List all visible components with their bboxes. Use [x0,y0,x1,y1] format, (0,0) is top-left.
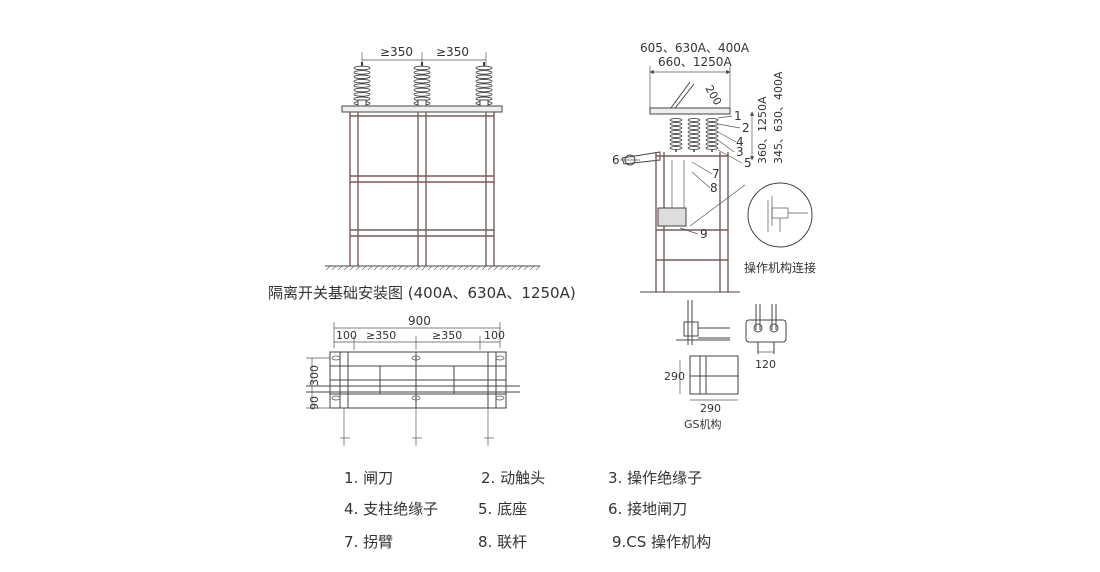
plan-dim-100-right: 100 [484,329,505,342]
side-part-7: 7 [712,167,720,181]
plan-view: 900 100 ≥350 ≥350 100 [306,314,520,446]
side-base [649,107,731,115]
plan-dim-350-right: ≥350 [432,329,462,342]
plan-dim-350-left: ≥350 [366,329,396,342]
plan-dim-300: 300 [308,365,321,386]
side-dim-v-1: 360、1250A [756,96,769,164]
plan-dim-90: 90 [308,396,321,410]
legend-item-8: 8. 联杆 [478,533,528,551]
legend-item-5: 5. 底座 [478,500,528,518]
side-part-8: 8 [710,181,718,195]
side-earth-knife [621,151,661,165]
front-dim-left: ≥350 [380,45,413,59]
detail-caption: 操作机构连接 [744,260,816,275]
side-part-1: 1 [734,109,742,123]
gs-dim-290-v: 290 [664,370,685,383]
gs-view: 290 290 GS机构 120 [664,300,787,431]
front-top-plate [341,105,503,113]
front-view: ≥350 ≥350 隔离开关基础安装图 (400A、630A、1250A) [268,45,576,302]
detail-circle [747,182,813,248]
side-insulator-1 [669,118,683,152]
side-operating-mechanism [657,207,687,227]
front-dim-right: ≥350 [436,45,469,59]
plan-dim-total: 900 [408,314,431,328]
front-ground-hatch [325,265,541,271]
gs-caption: GS机构 [684,417,722,431]
side-part-4: 4 [736,135,744,149]
side-part-5: 5 [744,156,752,170]
side-frame [655,152,729,292]
side-part-2: 2 [742,121,750,135]
side-view: 605、630A、400A 660、1250A 200 360、1250A 34… [612,41,816,293]
side-blade [667,81,691,113]
side-insulators [669,118,719,152]
legend-item-1: 1. 闸刀 [344,469,394,487]
gs-dim-120: 120 [755,358,776,371]
side-dim-top-2: 660、1250A [658,55,732,69]
legend-item-2: 2. 动触头 [481,469,546,487]
insulator-1 [353,62,371,107]
side-dim-top-1: 605、630A、400A [640,41,750,55]
front-insulators [353,62,493,107]
side-insulator-2 [687,118,701,152]
legend-item-9: 9.CS 操作机构 [612,533,712,551]
legend-item-6: 6. 接地闸刀 [608,500,688,518]
plan-dim-100-left: 100 [336,329,357,342]
side-dim-v-2: 345、630、400A [772,71,785,164]
side-insulator-3 [705,118,719,152]
front-view-title: 隔离开关基础安装图 (400A、630A、1250A) [268,284,576,302]
legend-item-3: 3. 操作绝缘子 [608,469,703,487]
legend-item-4: 4. 支柱绝缘子 [344,500,439,518]
side-part-3: 3 [736,145,744,159]
front-frame [349,112,495,266]
legend-item-7: 7. 拐臂 [344,533,394,551]
side-part-9: 9 [700,227,708,241]
gs-dim-290-h: 290 [700,402,721,415]
insulator-2 [413,62,431,107]
side-dim-angle: 200 [702,83,724,108]
side-part-6: 6 [612,153,620,167]
insulator-3 [475,62,493,107]
